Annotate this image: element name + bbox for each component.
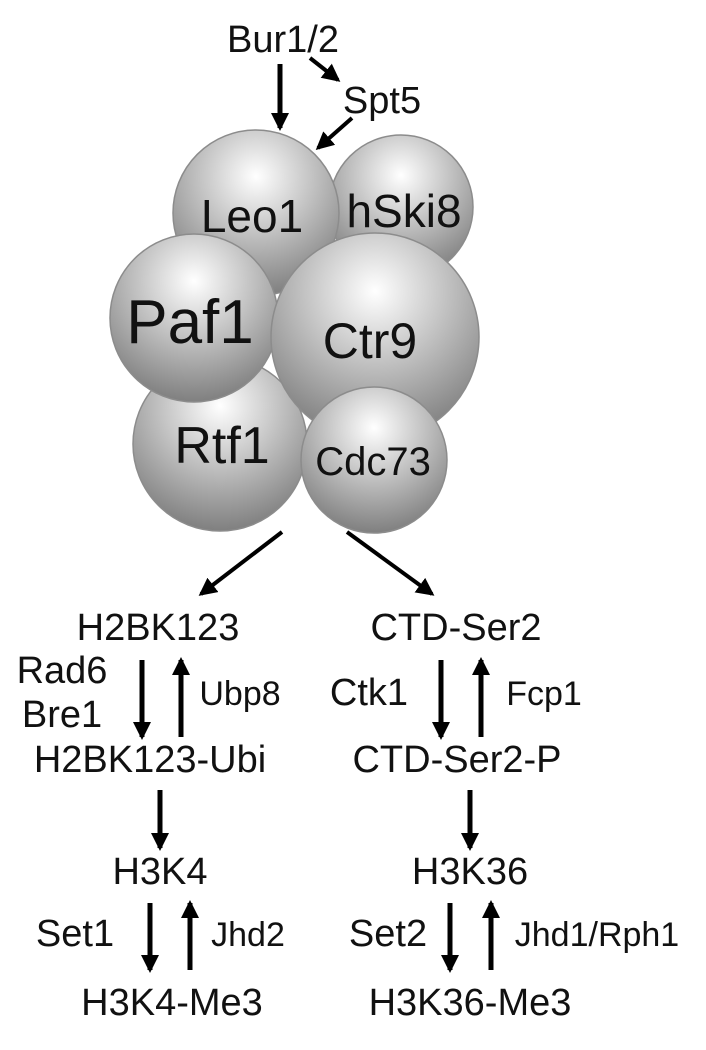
rad6-label: Rad6 (17, 650, 108, 692)
fcp1-label: Fcp1 (506, 675, 582, 713)
h2bk123-label: H2BK123 (77, 607, 240, 649)
ctr9-label: Ctr9 (323, 313, 417, 369)
paf1-complex-labels: hSki8 Leo1 Rtf1 Paf1 Ctr9 Cdc73 (126, 185, 461, 484)
cdc73-sphere (300, 386, 448, 534)
rtf1-label: Rtf1 (174, 417, 269, 475)
ctk1-label: Ctk1 (330, 672, 408, 714)
set2-label: Set2 (349, 913, 427, 955)
upstream-group: Bur1/2 Spt5 (227, 19, 421, 150)
ubp8-label: Ubp8 (199, 675, 280, 713)
ctd-ser2-label: CTD-Ser2 (370, 607, 541, 649)
set1-label: Set1 (36, 913, 114, 955)
left-pathway: H2BK123 Rad6 Bre1 Ubp8 H2BK123-Ubi H3K4 … (17, 607, 285, 1024)
cdc73-label: Cdc73 (315, 440, 431, 484)
h3k4-label: H3K4 (112, 851, 207, 893)
right-pathway: CTD-Ser2 Ctk1 Fcp1 CTD-Ser2-P H3K36 Set2… (330, 607, 679, 1024)
spt5-label: Spt5 (343, 80, 421, 122)
jhd2-label: Jhd2 (211, 916, 285, 954)
h3k36-label: H3K36 (412, 851, 528, 893)
h3k4-me3-label: H3K4-Me3 (81, 982, 263, 1024)
spt5-to-leo1-arrow (315, 116, 354, 150)
jhd1-rph1-label: Jhd1/Rph1 (515, 916, 679, 954)
paf1-label: Paf1 (126, 288, 254, 357)
h3k36-me3-label: H3K36-Me3 (369, 982, 572, 1024)
bre1-label: Bre1 (22, 694, 102, 736)
complex-to-ctd-arrow (345, 530, 435, 596)
paf1-complex (109, 129, 480, 534)
bur-to-spt5-arrow (308, 56, 341, 82)
ctd-ser2-p-label: CTD-Ser2-P (352, 739, 561, 781)
h2bk123-ubi-label: H2BK123-Ubi (34, 739, 266, 781)
hski8-label: hSki8 (346, 185, 461, 237)
leo1-label: Leo1 (201, 190, 303, 242)
bur1-2-label: Bur1/2 (227, 19, 339, 61)
complex-to-h2b-arrow (198, 530, 284, 596)
